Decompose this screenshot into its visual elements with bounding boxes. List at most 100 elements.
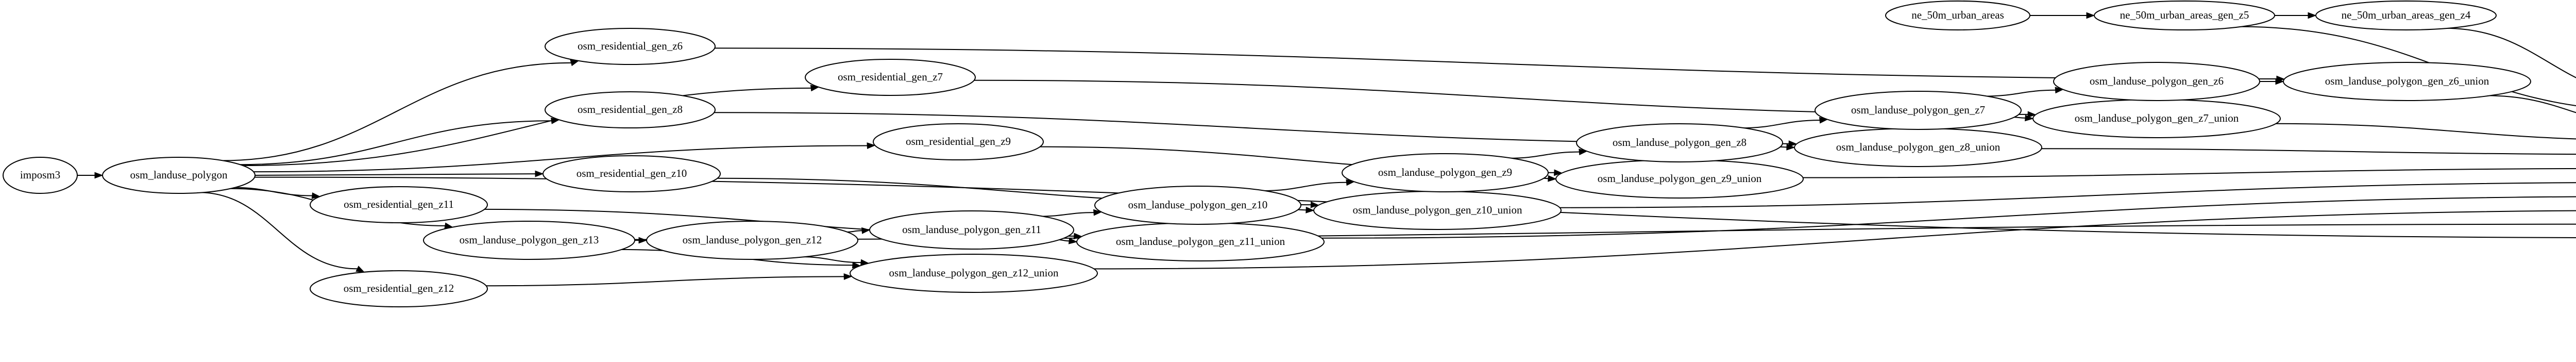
graph-node-osm-residential-gen-z9[interactable]: osm_residential_gen_z9 [873, 123, 1044, 160]
node-label: osm_residential_gen_z11 [344, 198, 454, 210]
node-ellipse [1094, 186, 1301, 225]
edge-arrowhead [2025, 114, 2034, 122]
node-ellipse [1885, 1, 2030, 30]
node-label: osm_residential_gen_z12 [344, 282, 454, 294]
graph-node-ne-50m-urban-areas-gen-z4[interactable]: ne_50m_urban_areas_gen_z4 [2315, 1, 2497, 30]
node-ellipse [2283, 62, 2531, 101]
node-label: osm_landuse_polygon_gen_z8 [1613, 136, 1747, 149]
graph-node-osm-residential-gen-z8[interactable]: osm_residential_gen_z8 [545, 91, 716, 128]
node-label: osm_residential_gen_z10 [577, 167, 687, 179]
edge-arrowhead [867, 142, 876, 149]
graph-node-osm-landuse-polygon-gen-z10[interactable]: osm_landuse_polygon_gen_z10 [1094, 186, 1301, 225]
graph-node-osm-residential-gen-z10[interactable]: osm_residential_gen_z10 [543, 155, 721, 192]
graph-node-osm-landuse-polygon-gen-z11[interactable]: osm_landuse_polygon_gen_z11 [869, 210, 1074, 250]
graph-node-osm-landuse-polygon-gen-z9[interactable]: osm_landuse_polygon_gen_z9 [1342, 153, 1549, 192]
graph-edge [1040, 212, 1094, 217]
graph-edge [713, 47, 2277, 79]
node-ellipse [423, 221, 635, 260]
graph-edge [2445, 27, 2576, 78]
node-label: osm_landuse_polygon_gen_z9_union [1598, 172, 1762, 185]
graph-node-osm-landuse-polygon-gen-z6[interactable]: osm_landuse_polygon_gen_z6 [2053, 62, 2260, 101]
node-ellipse [2053, 62, 2260, 101]
node-ellipse [543, 155, 721, 192]
graph-node-osm-landuse-polygon-gen-z8[interactable]: osm_landuse_polygon_gen_z8 [1576, 123, 1783, 162]
graph-edge [241, 87, 811, 167]
node-label: osm_landuse_polygon_gen_z7 [1851, 104, 1985, 116]
node-ellipse [869, 210, 1074, 250]
graph-edge [1557, 182, 2576, 208]
graph-edge [801, 256, 861, 264]
graph-node-osm-landuse-polygon-gen-z13[interactable]: osm_landuse_polygon_gen_z13 [423, 221, 635, 260]
node-ellipse [1576, 123, 1783, 162]
graph-node-osm-landuse-polygon-gen-z11-union[interactable]: osm_landuse_polygon_gen_z11_union [1076, 222, 1325, 261]
edge-arrowhead [638, 237, 648, 244]
graph-node-osm-landuse-polygon-gen-z7-union[interactable]: osm_landuse_polygon_gen_z7_union [2032, 99, 2281, 138]
edge-arrowhead [1073, 233, 1083, 240]
node-label: osm_landuse_polygon_gen_z11 [902, 223, 1041, 236]
node-label: osm_residential_gen_z6 [578, 40, 683, 52]
node-label: osm_landuse_polygon_gen_z9 [1378, 166, 1512, 178]
edge-arrowhead [311, 192, 321, 199]
graph-node-osm-residential-gen-z12[interactable]: osm_residential_gen_z12 [310, 270, 488, 307]
node-label: osm_landuse_polygon_gen_z6 [2090, 75, 2224, 87]
node-label: osm_landuse_polygon_gen_z6_union [2325, 75, 2489, 87]
node-ellipse [545, 91, 716, 128]
graph-node-osm-landuse-polygon-gen-z8-union[interactable]: osm_landuse_polygon_gen_z8_union [1794, 128, 2042, 167]
node-ellipse [873, 123, 1044, 160]
node-ellipse [310, 270, 488, 307]
node-label: ne_50m_urban_areas_gen_z4 [2342, 9, 2471, 21]
graph-edge [484, 276, 844, 287]
node-label: osm_landuse_polygon [130, 169, 228, 181]
graph-node-osm-landuse-polygon[interactable]: osm_landuse_polygon [102, 157, 256, 194]
edge-arrowhead [2027, 111, 2037, 118]
graph-edge [2486, 95, 2576, 113]
node-label: osm_landuse_polygon_gen_z12_union [889, 267, 1059, 279]
graph-node-osm-landuse-polygon-gen-z12-union[interactable]: osm_landuse_polygon_gen_z12_union [850, 254, 1098, 293]
graph-edge [238, 120, 552, 166]
node-label: osm_residential_gen_z9 [906, 135, 1011, 147]
edge-arrowhead [1068, 237, 1078, 244]
graph-node-osm-landuse-polygon-gen-z10-union[interactable]: osm_landuse_polygon_gen_z10_union [1313, 191, 1562, 230]
graph-node-osm-landuse-polygon-gen-z12[interactable]: osm_landuse_polygon_gen_z12 [646, 221, 858, 260]
graph-node-imposm3[interactable]: imposm3 [3, 157, 78, 194]
graph-edge [220, 62, 571, 161]
edge-arrowhead [1093, 209, 1103, 216]
node-ellipse [3, 157, 78, 194]
node-label: osm_landuse_polygon_gen_z10_union [1353, 204, 1522, 216]
edge-arrowhead [2308, 12, 2317, 19]
edge-arrowhead [535, 170, 544, 177]
node-label: osm_landuse_polygon_gen_z13 [460, 234, 599, 246]
graph-node-osm-residential-gen-z7[interactable]: osm_residential_gen_z7 [805, 59, 976, 96]
node-label: osm_landuse_polygon_gen_z7_union [2075, 112, 2239, 124]
graph-edge [255, 173, 536, 176]
edge-arrowhead [1306, 206, 1315, 213]
graph-node-osm-landuse-polygon-gen-z6-union[interactable]: osm_landuse_polygon_gen_z6_union [2283, 62, 2531, 101]
node-label: ne_50m_urban_areas [1911, 9, 2004, 21]
graph-node-ne-50m-urban-areas-gen-z5[interactable]: ne_50m_urban_areas_gen_z5 [2094, 1, 2275, 30]
edge-arrowhead [843, 273, 853, 280]
node-label: ne_50m_urban_areas_gen_z5 [2120, 9, 2249, 21]
edge-arrowhead [1788, 140, 1798, 147]
edge-arrowhead [2275, 78, 2284, 85]
node-ellipse [310, 186, 488, 223]
node-label: osm_landuse_polygon_gen_z10 [1128, 199, 1268, 211]
graph-edge [198, 192, 358, 270]
node-ellipse [646, 221, 858, 260]
graph-node-osm-landuse-polygon-gen-z9-union[interactable]: osm_landuse_polygon_gen_z9_union [1555, 159, 1804, 199]
edge-arrowhead [94, 172, 104, 179]
graph-edge [1800, 168, 2576, 178]
graph-edge [1262, 182, 1347, 191]
graph-node-osm-landuse-polygon-gen-z7[interactable]: osm_landuse_polygon_gen_z7 [1815, 91, 2022, 130]
node-ellipse [102, 157, 256, 194]
node-label: osm_landuse_polygon_gen_z11_union [1116, 235, 1285, 248]
edge-arrowhead [355, 266, 365, 273]
node-label: osm_landuse_polygon_gen_z12 [683, 234, 822, 246]
edge-arrowhead [1548, 175, 1557, 182]
graph-node-osm-residential-gen-z11[interactable]: osm_residential_gen_z11 [310, 186, 488, 223]
node-ellipse [805, 59, 976, 96]
graph-node-osm-residential-gen-z6[interactable]: osm_residential_gen_z6 [545, 28, 716, 65]
edge-arrowhead [2086, 12, 2095, 19]
graph-node-ne-50m-urban-areas[interactable]: ne_50m_urban_areas [1885, 1, 2030, 30]
